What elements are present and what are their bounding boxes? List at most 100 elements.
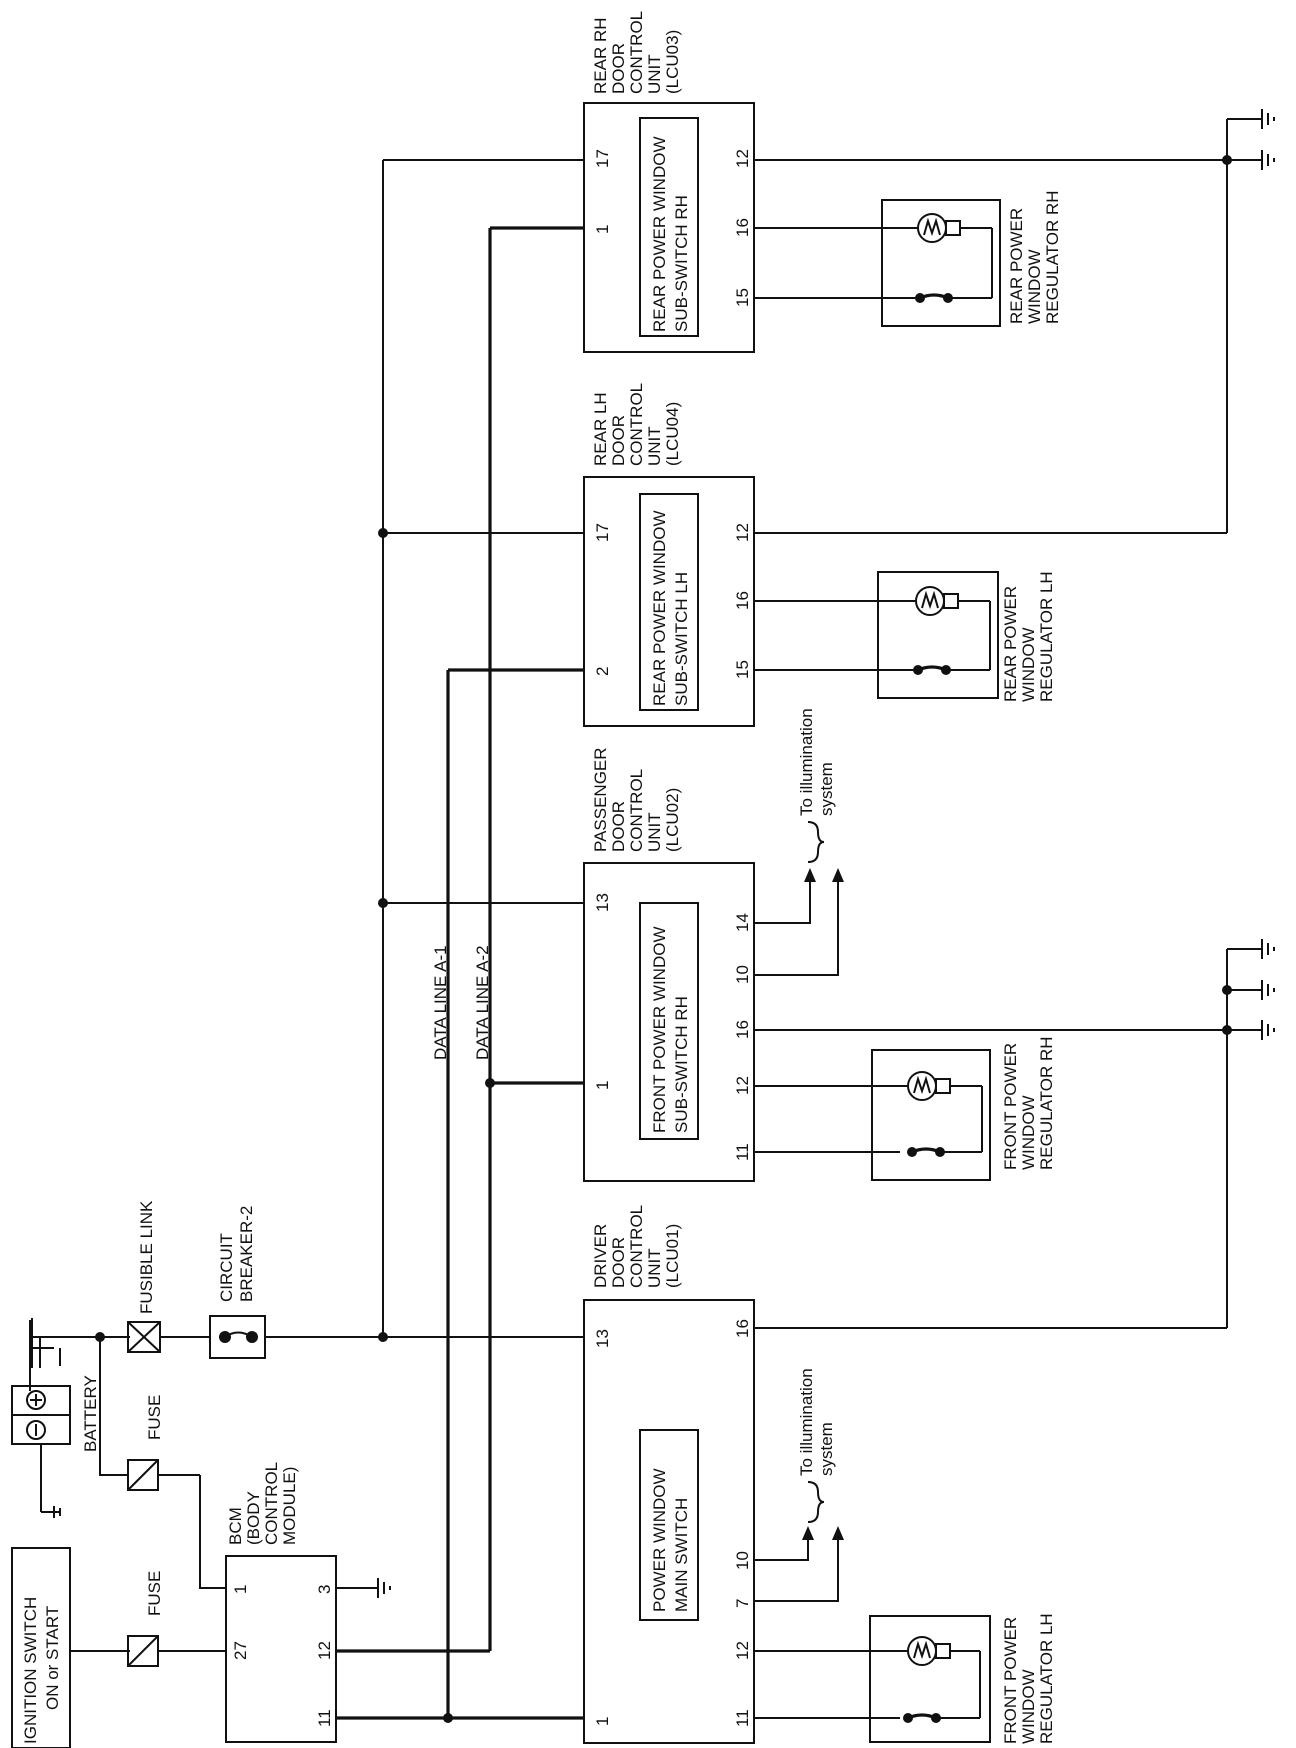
motor-icon: [917, 213, 947, 243]
regulator-front-lh: FRONT POWER WINDOW REGULATOR LH: [869, 1613, 1056, 1744]
circuit-breaker: CIRCUIT BREAKER-2: [209, 1206, 266, 1359]
motor-icon: [907, 1071, 937, 1101]
ground-icon: [1261, 1020, 1275, 1040]
bcm-pin-1: 1: [231, 1585, 250, 1594]
driver-header-5: (LCU01): [663, 1224, 682, 1288]
bcm-pin-27: 27: [231, 1641, 250, 1660]
ground-icon: [1261, 980, 1275, 1000]
breaker-icon: [907, 1713, 937, 1720]
passenger-inner-line1: FRONT POWER WINDOW: [650, 927, 669, 1134]
driver-pin-16: 16: [733, 1319, 752, 1338]
regulator-front-lh-line3: REGULATOR LH: [1037, 1613, 1056, 1744]
regulator-rear-rh-line2: WINDOW: [1025, 249, 1044, 324]
rear-rh-pin-12: 12: [733, 149, 752, 168]
rear-lh-header-2: DOOR: [609, 415, 628, 466]
regulator-front-rh: FRONT POWER WINDOW REGULATOR RH: [871, 1036, 1056, 1181]
breaker-icon: [917, 665, 947, 672]
breaker-icon: [919, 293, 949, 300]
regulator-front-lh-line1: FRONT POWER: [1001, 1617, 1020, 1744]
illumination-passenger-line2: system: [817, 762, 836, 816]
fuse-bcm: FUSE: [127, 1571, 164, 1667]
rear-rh-header-1: REAR RH: [591, 17, 610, 94]
driver-header-4: UNIT: [645, 1248, 664, 1288]
illumination-driver-line1: To illumination: [797, 1368, 816, 1476]
rear-lh-pin-12: 12: [733, 523, 752, 542]
bcm-label-line2: (BODY: [244, 1491, 263, 1545]
ground-symbols: [1261, 109, 1275, 1040]
fuse-bcm-label: FUSE: [145, 1571, 164, 1616]
passenger-pin-14: 14: [733, 913, 752, 932]
regulator-rear-lh-line2: WINDOW: [1019, 627, 1038, 702]
bcm-label-line1: BCM: [226, 1507, 245, 1545]
regulator-front-lh-line2: WINDOW: [1019, 1669, 1038, 1744]
rear-rh-inner-line1: REAR POWER WINDOW: [650, 137, 669, 333]
junction-dots: [95, 155, 1232, 1723]
rear-lh-inner-line2: SUB-SWITCH LH: [672, 572, 691, 706]
rear-rh-door-control-unit: REAR RH DOOR CONTROL UNIT (LCU03) REAR P…: [583, 11, 755, 353]
arrow-up-icon: [802, 1526, 814, 1540]
regulator-front-rh-line2: WINDOW: [1019, 1095, 1038, 1170]
rear-lh-header-5: (LCU04): [663, 402, 682, 466]
rear-rh-header-5: (LCU03): [663, 30, 682, 94]
bcm-label-line3: CONTROL: [262, 1462, 281, 1545]
illumination-driver-line2: system: [817, 1422, 836, 1476]
passenger-header-2: DOOR: [609, 801, 628, 852]
rear-lh-pin-17: 17: [593, 523, 612, 542]
rear-rh-pin-1: 1: [593, 225, 612, 234]
passenger-pin-10: 10: [733, 965, 752, 984]
rear-lh-header-3: CONTROL: [627, 383, 646, 466]
regulator-front-rh-line3: REGULATOR RH: [1037, 1036, 1056, 1170]
circuit-breaker-line2: BREAKER-2: [237, 1206, 256, 1302]
driver-door-control-unit: DRIVER DOOR CONTROL UNIT (LCU01) POWER W…: [583, 1205, 755, 1744]
rear-rh-pin-17: 17: [593, 149, 612, 168]
passenger-pin-1: 1: [593, 1081, 612, 1090]
driver-pin-11: 11: [733, 1709, 752, 1727]
rear-lh-header-1: REAR LH: [591, 392, 610, 466]
bcm-pin-11: 11: [315, 1709, 334, 1727]
motor-icon: [915, 586, 945, 616]
ground-icon: [1261, 150, 1275, 170]
driver-header-3: CONTROL: [627, 1205, 646, 1288]
driver-header-2: DOOR: [609, 1237, 628, 1288]
rear-rh-header-2: DOOR: [609, 43, 628, 94]
driver-pin-1: 1: [593, 1717, 612, 1726]
regulator-rear-lh-line3: REGULATOR LH: [1037, 571, 1056, 702]
rear-rh-header-3: CONTROL: [627, 11, 646, 94]
bcm-label-line4: MODULE): [280, 1467, 299, 1545]
rear-rh-header-4: UNIT: [645, 54, 664, 94]
arrow-up-icon: [804, 868, 816, 882]
passenger-inner-line2: SUB-SWITCH RH: [672, 996, 691, 1133]
regulator-front-rh-line1: FRONT POWER: [1001, 1043, 1020, 1170]
wiring: [29, 118, 1262, 1720]
rear-lh-header-4: UNIT: [645, 426, 664, 466]
bcm-pin-12: 12: [315, 1641, 334, 1660]
ignition-switch-box: IGNITION SWITCH ON or START: [11, 1547, 71, 1748]
rear-rh-inner-line2: SUB-SWITCH RH: [672, 195, 691, 332]
data-line-a1-label: DATA LINE A-1: [431, 945, 450, 1060]
illumination-passenger-line1: To illumination: [797, 708, 816, 816]
battery-label: BATTERY: [81, 1375, 100, 1452]
arrow-up-icon: [832, 1526, 844, 1540]
driver-pin-10: 10: [733, 1551, 752, 1570]
driver-inner-line1: POWER WINDOW: [650, 1468, 669, 1612]
breaker-icon: [911, 1147, 941, 1154]
passenger-door-control-unit: PASSENGER DOOR CONTROL UNIT (LCU02) FRON…: [583, 747, 755, 1182]
driver-header-1: DRIVER: [591, 1224, 610, 1288]
rear-lh-pin-2: 2: [593, 667, 612, 676]
passenger-pin-12: 12: [733, 1076, 752, 1095]
arrow-up-icon: [832, 868, 844, 882]
regulator-rear-lh-line1: REAR POWER: [1001, 586, 1020, 702]
ground-icon: [1261, 109, 1275, 129]
passenger-pin-16: 16: [733, 1020, 752, 1039]
passenger-pin-13: 13: [593, 893, 612, 912]
driver-inner-line2: MAIN SWITCH: [672, 1498, 691, 1612]
fuse-top: FUSE: [127, 1395, 164, 1491]
ignition-label-line1: IGNITION SWITCH: [21, 1597, 40, 1744]
passenger-header-5: (LCU02): [663, 788, 682, 852]
illumination-passenger: To illumination system: [797, 708, 844, 882]
rear-lh-pin-16: 16: [733, 591, 752, 610]
brace-icon: [807, 1481, 825, 1523]
driver-pin-7: 7: [733, 1599, 752, 1608]
fuse-top-label: FUSE: [145, 1395, 164, 1440]
